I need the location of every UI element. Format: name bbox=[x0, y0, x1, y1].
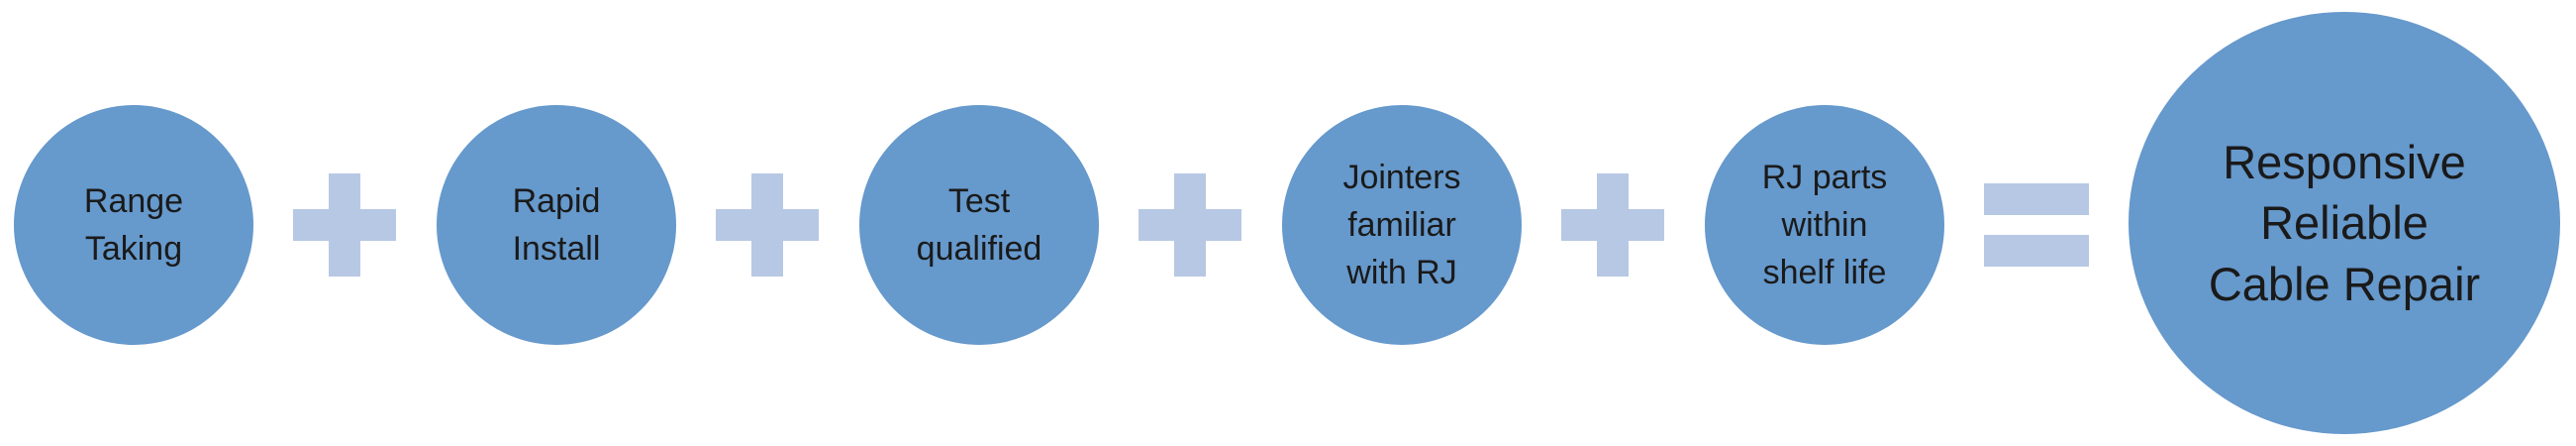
plus-icon bbox=[1561, 173, 1664, 277]
result-responsive-reliable-cable-repair: Responsive Reliable Cable Repair bbox=[2129, 12, 2560, 434]
node-range-taking: Range Taking bbox=[14, 105, 253, 345]
plus-icon bbox=[1139, 173, 1241, 277]
node-label: Jointers familiar with RJ bbox=[1342, 158, 1461, 292]
node-jointers-familiar: Jointers familiar with RJ bbox=[1282, 105, 1522, 345]
node-label: Test qualified bbox=[916, 181, 1042, 268]
equals-icon bbox=[1984, 183, 2089, 267]
plus-icon bbox=[293, 173, 396, 277]
node-label: RJ parts within shelf life bbox=[1761, 158, 1888, 292]
node-label: Range Taking bbox=[83, 181, 184, 268]
result-label: Responsive Reliable Cable Repair bbox=[2208, 136, 2481, 310]
node-label: Rapid Install bbox=[512, 181, 601, 268]
node-rj-parts-shelf-life: RJ parts within shelf life bbox=[1705, 105, 1944, 345]
node-test-qualified: Test qualified bbox=[859, 105, 1099, 345]
plus-icon bbox=[716, 173, 819, 277]
node-rapid-install: Rapid Install bbox=[437, 105, 676, 345]
